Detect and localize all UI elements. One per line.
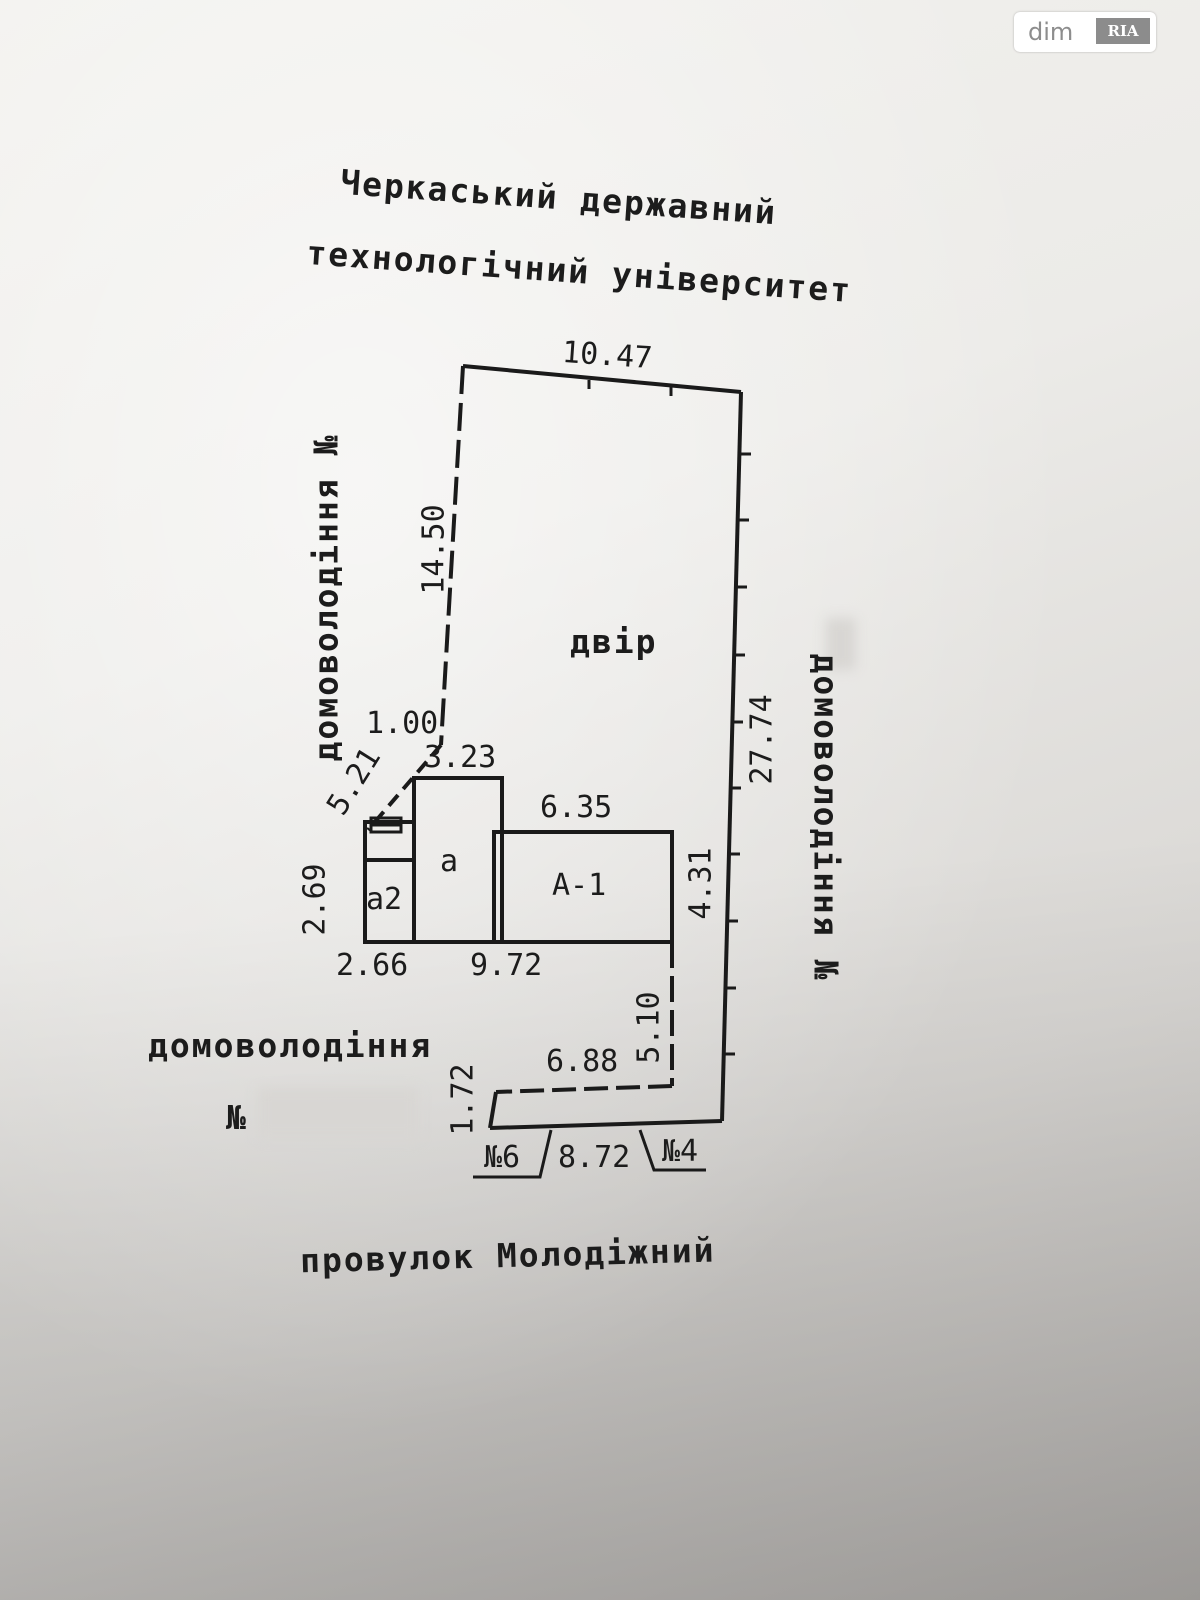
east-neighbor-label: домоволодіння №: [806, 653, 846, 982]
front-corner: [488, 1091, 498, 1129]
dim-annex-a2-width: 2.66: [336, 948, 409, 983]
boundary-front: [489, 1119, 723, 1130]
dim-step-small: 1.00: [366, 706, 439, 741]
building-main: [492, 830, 674, 944]
dim-main-width: 6.35: [540, 790, 613, 825]
separator-right: [638, 1129, 706, 1172]
boundary-west-dashed: [439, 365, 465, 746]
west-neighbor-label: домоволодіння №: [306, 433, 346, 762]
fence-ticks: [587, 380, 751, 1056]
redaction-patch-southwest: [258, 1088, 418, 1138]
inner-dashed-horizontal: [495, 1084, 673, 1094]
house-number-left: №6: [484, 1140, 521, 1175]
dim-annex-a-width: 3.23: [424, 740, 497, 775]
separator-left: [473, 1129, 553, 1179]
yard-label: двір: [570, 622, 658, 661]
dim-building-base: 9.72: [470, 948, 543, 983]
watermark-badge: RIA: [1096, 18, 1150, 44]
dim-east-total: 27.74: [744, 694, 780, 785]
dim-inner-horizontal: 6.88: [546, 1044, 619, 1079]
watermark-logo: dim RIA: [1014, 12, 1156, 52]
boundary-north: [462, 364, 742, 394]
dim-inner-vertical: 5.10: [631, 991, 667, 1064]
dim-annex-a2-depth: 2.69: [297, 863, 333, 936]
dim-main-depth: 4.31: [683, 847, 719, 920]
redaction-patch-east: [826, 618, 856, 670]
watermark-brand: dim: [1028, 18, 1074, 46]
building-annex-a2-label: а2: [366, 882, 403, 917]
dim-top: 10.47: [560, 334, 654, 377]
southwest-neighbor-line2: №: [226, 1098, 248, 1137]
southwest-neighbor-line1: домоволодіння: [148, 1026, 433, 1065]
dim-front-corner: 1.72: [445, 1063, 481, 1136]
boundary-diagonal-dashed: [366, 743, 443, 832]
building-annex-a-label: а: [440, 844, 459, 879]
boundary-east: [720, 391, 743, 1122]
building-main-label: А-1: [552, 868, 607, 903]
house-number-right: №4: [662, 1134, 699, 1169]
porch: [363, 820, 416, 862]
dim-west-upper: 14.50: [416, 504, 452, 595]
dim-front-width: 8.72: [558, 1140, 631, 1175]
